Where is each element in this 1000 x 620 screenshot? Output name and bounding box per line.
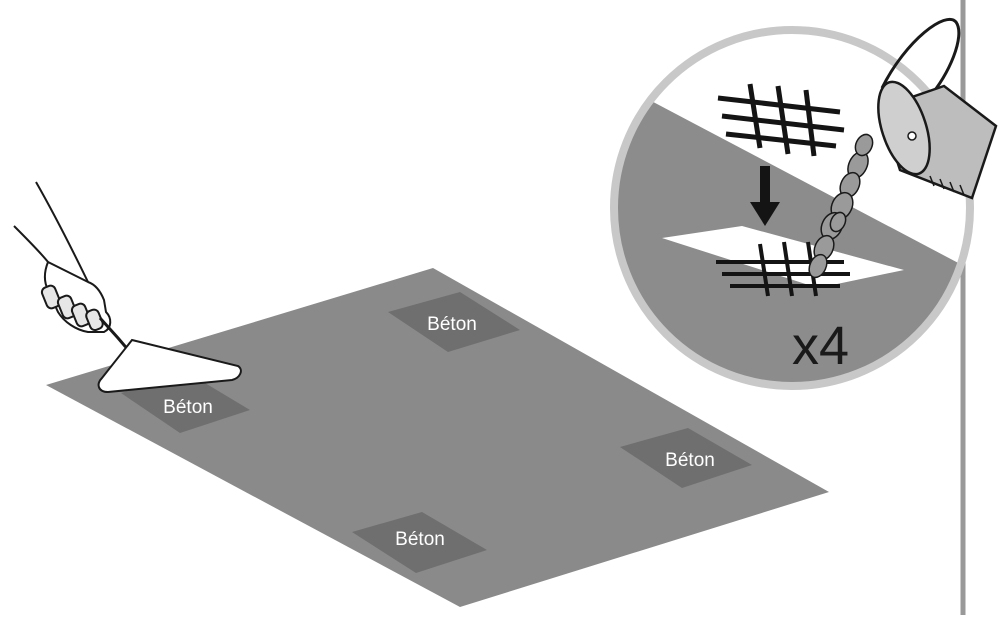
pad-top-shape	[388, 292, 520, 352]
concrete-slab	[46, 268, 829, 607]
pad-top-label: Béton	[427, 314, 477, 335]
rebar-mesh-icon	[717, 83, 845, 157]
bucket-icon	[877, 17, 998, 200]
rebar-mesh-placed	[716, 241, 850, 297]
bucket-handle	[880, 17, 961, 98]
pad-right-label: Béton	[665, 450, 715, 471]
pad-bottom: Béton	[352, 512, 487, 573]
finger-4	[85, 308, 104, 332]
trowel-illustration	[13, 181, 242, 394]
pad-top: Béton	[388, 292, 520, 352]
concrete-pour	[808, 133, 874, 279]
bucket-scale	[929, 175, 965, 196]
pad-bottom-shape	[352, 512, 487, 573]
finger-1	[40, 284, 62, 310]
pad-right: Béton	[620, 428, 752, 488]
pad-bottom-label: Béton	[395, 529, 445, 550]
pad-left-label: Béton	[163, 397, 213, 418]
arm-line-lower	[13, 225, 49, 263]
detail-zoom: x4	[610, 17, 998, 390]
arm-line-upper	[35, 181, 89, 283]
bucket-rim	[877, 80, 931, 176]
zoom-circle-border	[610, 26, 974, 390]
pad-left: Béton	[121, 374, 250, 433]
down-arrow-icon	[750, 166, 780, 226]
pad-left-shape	[121, 374, 250, 433]
trowel-icon	[97, 338, 242, 394]
multiplier-label: x4	[792, 316, 849, 376]
pad-right-shape	[620, 428, 752, 488]
